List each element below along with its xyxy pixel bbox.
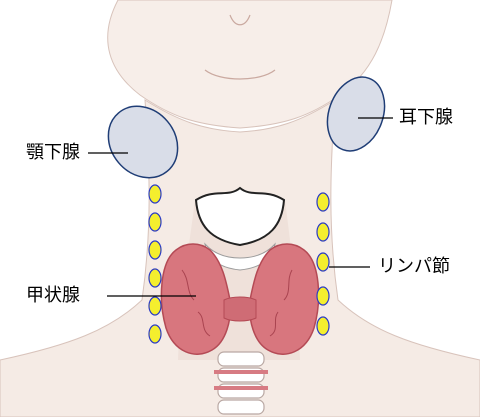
thyroid-isthmus bbox=[224, 297, 256, 321]
submandibular-label: 顎下腺 bbox=[26, 144, 80, 162]
thyroid-label: 甲状腺 bbox=[26, 287, 80, 305]
lymph-label: リンパ節 bbox=[378, 258, 450, 276]
parotid-label: 耳下腺 bbox=[399, 109, 453, 127]
